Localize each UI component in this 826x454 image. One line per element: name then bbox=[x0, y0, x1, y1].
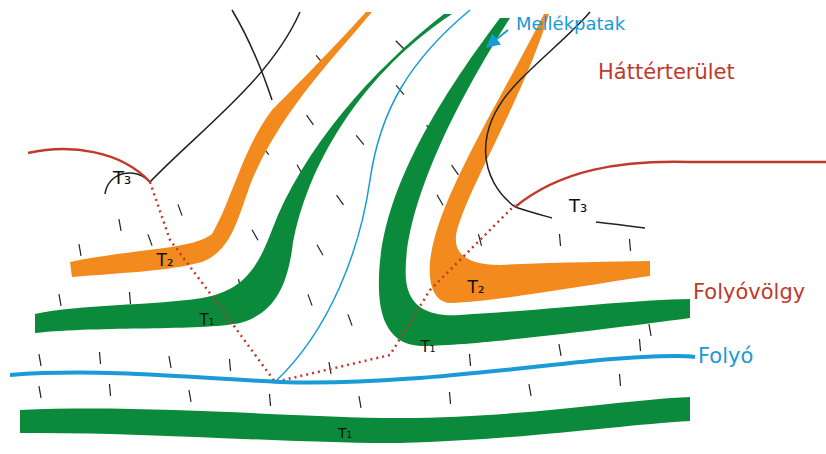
valley-edge bbox=[232, 10, 272, 100]
hatch-stroke bbox=[619, 374, 620, 386]
hatch-stroke bbox=[39, 386, 41, 398]
section-line bbox=[150, 182, 515, 382]
river bbox=[10, 356, 695, 383]
pointer-arrow bbox=[488, 30, 508, 46]
hatch-stroke bbox=[359, 396, 361, 408]
hatch-stroke bbox=[449, 392, 450, 404]
terrace-band bbox=[20, 397, 690, 443]
hatch-stroke bbox=[559, 344, 561, 356]
hatch-stroke bbox=[119, 219, 121, 231]
valley-edge bbox=[105, 12, 300, 194]
hatch-stroke bbox=[229, 359, 230, 371]
hatch-stroke bbox=[109, 384, 110, 396]
hatch-stroke bbox=[269, 394, 270, 406]
stream-label: Mellékpatak bbox=[516, 15, 625, 33]
hatch-stroke bbox=[629, 239, 630, 251]
slope-hatching bbox=[39, 41, 651, 408]
hatch-stroke bbox=[252, 230, 258, 240]
terrace-number: T₃ bbox=[113, 169, 131, 187]
hatch-stroke bbox=[129, 292, 130, 304]
hatch-stroke bbox=[356, 135, 364, 144]
valley-edge bbox=[515, 207, 552, 218]
valley-edge bbox=[486, 12, 590, 207]
hatch-stroke bbox=[639, 339, 640, 351]
terrace-number: T₁ bbox=[420, 340, 435, 355]
hatch-stroke bbox=[437, 195, 443, 205]
hatch-stroke bbox=[348, 314, 352, 325]
tributary-stream bbox=[275, 10, 470, 382]
hatch-stroke bbox=[79, 244, 81, 256]
upland-edge bbox=[28, 149, 150, 182]
terrace-number: T₂ bbox=[467, 279, 484, 296]
hatch-stroke bbox=[317, 245, 323, 255]
hatch-stroke bbox=[452, 165, 459, 175]
hatch-stroke bbox=[169, 356, 171, 368]
hatch-stroke bbox=[308, 294, 312, 305]
hatch-stroke bbox=[189, 390, 191, 402]
terrace-band bbox=[430, 14, 650, 303]
terrace-number: T₂ bbox=[156, 252, 173, 269]
hatch-stroke bbox=[649, 324, 651, 336]
river-label: Folyó bbox=[698, 346, 753, 367]
region-label: Folyóvölgy bbox=[693, 282, 805, 303]
hatch-stroke bbox=[478, 234, 481, 246]
terrace-number: T₁ bbox=[338, 426, 352, 440]
terrace-number: T₃ bbox=[569, 197, 587, 215]
hatch-stroke bbox=[307, 115, 314, 125]
hatch-stroke bbox=[396, 41, 404, 49]
hatch-stroke bbox=[469, 354, 470, 366]
hatch-stroke bbox=[178, 204, 182, 215]
hatch-stroke bbox=[99, 352, 100, 364]
valley-edge bbox=[596, 222, 645, 228]
hatch-stroke bbox=[337, 195, 344, 205]
hatch-stroke bbox=[529, 384, 531, 396]
terrace-number: T₁ bbox=[199, 313, 214, 328]
terrace-band bbox=[70, 12, 372, 277]
hatch-stroke bbox=[559, 234, 560, 246]
hatch-stroke bbox=[39, 354, 41, 366]
hatch-stroke bbox=[59, 294, 61, 306]
region-label: Háttérterület bbox=[598, 62, 735, 83]
hatch-stroke bbox=[148, 234, 152, 245]
upland-edge bbox=[515, 162, 826, 207]
